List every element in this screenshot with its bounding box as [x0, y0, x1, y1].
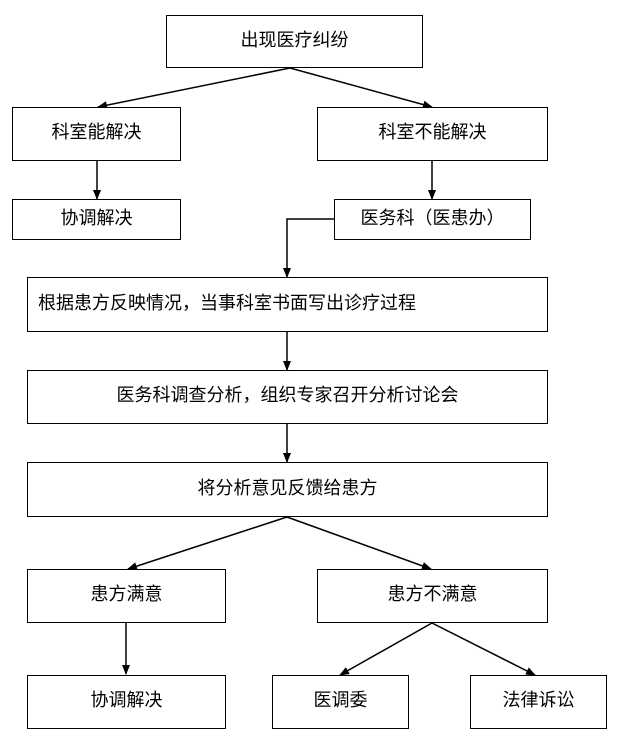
node-investigation: 医务科调查分析，组织专家召开分析讨论会	[27, 370, 548, 424]
node-litigation: 法律诉讼	[470, 675, 607, 729]
node-coordinate-resolve-1: 协调解决	[12, 199, 181, 240]
arrow-feedback-to-satisfied	[127, 516, 288, 571]
node-written-report: 根据患方反映情况，当事科室书面写出诊疗过程	[27, 277, 548, 332]
node-dispute: 出现医疗纠纷	[166, 15, 423, 68]
node-feedback: 将分析意见反馈给患方	[27, 462, 548, 517]
arrow-feedback-to-unsatisfied	[286, 516, 432, 570]
node-medical-affairs: 医务科（医患办）	[334, 199, 531, 240]
arrow-medical-affairs-to-report	[283, 218, 334, 278]
node-dept-can-resolve: 科室能解决	[12, 107, 181, 161]
arrow-dispute-to-dept-cannot	[289, 67, 433, 109]
arrow-unsatisfied-to-mediation	[339, 622, 433, 676]
arrow-unsatisfied-to-litigation	[431, 622, 536, 676]
arrow-dispute-to-dept-can	[97, 67, 291, 110]
node-patient-satisfied: 患方满意	[27, 569, 226, 623]
node-dept-cannot-resolve: 科室不能解决	[317, 107, 548, 161]
node-patient-unsatisfied: 患方不满意	[317, 569, 548, 623]
node-mediation-committee: 医调委	[272, 675, 409, 729]
node-coordinate-resolve-2: 协调解决	[27, 675, 226, 729]
